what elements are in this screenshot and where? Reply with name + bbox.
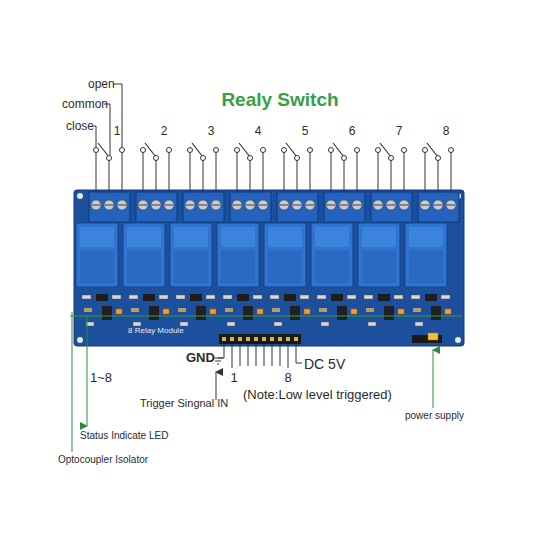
power-arrow (433, 350, 434, 408)
relay-channel (123, 143, 177, 326)
relay-channel (311, 143, 365, 326)
optocoupler-leader (72, 312, 73, 452)
relay-channels (76, 143, 459, 326)
pin-name: GND (186, 351, 215, 364)
channel-number: 8 (443, 125, 450, 137)
channel-number: 3 (208, 125, 215, 137)
relay-channel (76, 143, 130, 326)
channel-number: 4 (255, 125, 262, 137)
note: (Note:Low level triggered) (243, 388, 392, 401)
terminal-label: close (66, 120, 94, 132)
optocoupler-label: Optocoupler Isolator (58, 455, 148, 465)
terminal-label: open (88, 78, 115, 90)
relay-channel (217, 143, 271, 326)
relay-channel (170, 143, 224, 326)
pin-name: DC 5V (304, 357, 345, 371)
relay-channel (264, 143, 318, 326)
channel-number: 6 (349, 125, 356, 137)
relay-channel (405, 143, 459, 326)
relay-channel (358, 143, 412, 326)
channel-number: 1 (114, 125, 121, 137)
power-jumper (412, 333, 442, 343)
mount-hole (455, 337, 461, 343)
led-label: Status Indicate LED (80, 431, 168, 441)
pin-number: 1 (230, 371, 237, 384)
pin-number: 8 (284, 371, 291, 384)
mount-hole (77, 337, 83, 343)
input-header (219, 334, 301, 344)
board-silkscreen: 8 Relay Module (128, 327, 184, 335)
channel-number: 7 (396, 125, 403, 137)
diagram-title: Realy Switch (221, 90, 338, 109)
terminal-label: common (62, 98, 108, 110)
channel-number: 5 (302, 125, 309, 137)
pin-wires (213, 344, 302, 368)
relay-board: 8 Relay Module (74, 190, 464, 346)
led-leader (70, 316, 462, 317)
terminal-leaders (94, 84, 122, 155)
power-label: power supply (405, 411, 464, 421)
channel-range: 1~8 (90, 371, 112, 384)
trigger-arrow (216, 372, 217, 400)
mount-hole (77, 193, 83, 199)
signal-label: Trigger Singnal IN (140, 398, 228, 409)
channel-number: 2 (161, 125, 168, 137)
led-arrow (87, 316, 88, 426)
